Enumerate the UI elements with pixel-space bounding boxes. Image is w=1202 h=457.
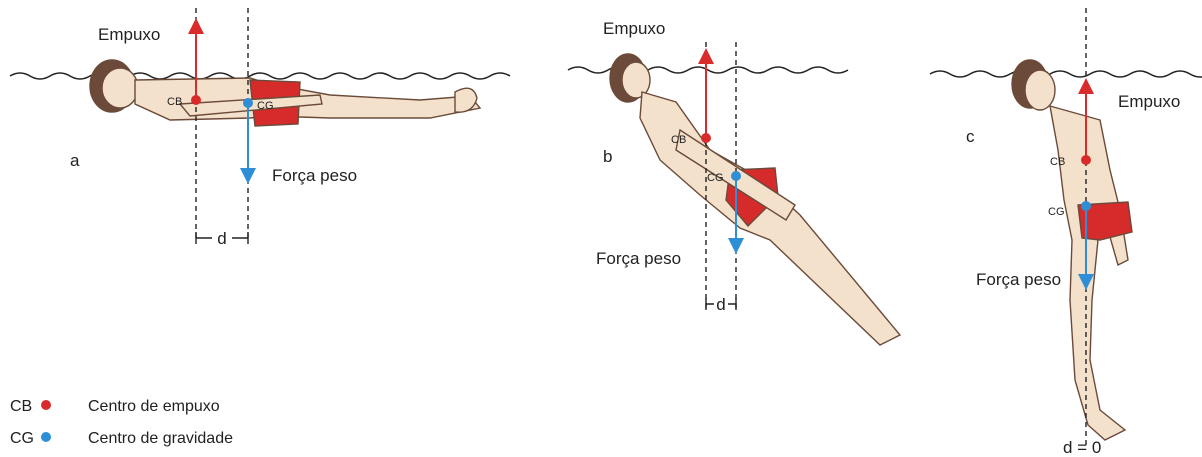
cg-label-b: CG: [707, 172, 724, 184]
legend-cg-abbr: CG: [10, 430, 34, 447]
cb-dot-c: [1081, 155, 1091, 165]
empuxo-label-b: Empuxo: [603, 19, 665, 38]
panel-c: d = 0 Empuxo Força peso CB CG c: [930, 8, 1202, 457]
panel-b: d Empuxo Força peso CB CG b: [568, 19, 900, 345]
legend-cb-dot: [41, 400, 51, 410]
cb-dot-a: [191, 95, 201, 105]
empuxo-label-a: Empuxo: [98, 25, 160, 44]
d-label-b: d: [716, 295, 725, 314]
empuxo-label-c: Empuxo: [1118, 92, 1180, 111]
legend-cb-abbr: CB: [10, 398, 32, 415]
panel-letter-a: a: [70, 151, 80, 170]
legend-cb-text: Centro de empuxo: [88, 398, 220, 415]
panel-letter-c: c: [966, 127, 975, 146]
cg-dot-b: [731, 171, 741, 181]
cb-label-a: CB: [167, 96, 182, 108]
d-label-a: d: [217, 229, 226, 248]
cg-label-a: CG: [257, 100, 274, 112]
cg-dot-a: [243, 98, 253, 108]
cg-label-c: CG: [1048, 206, 1065, 218]
legend-cg-dot: [41, 432, 51, 442]
cg-dot-c: [1081, 201, 1091, 211]
cb-label-b: CB: [671, 134, 686, 146]
d-label-c: d = 0: [1063, 438, 1101, 457]
peso-label-a: Força peso: [272, 166, 357, 185]
water-surface-a: [10, 73, 510, 79]
panel-a: d Empuxo Força peso CB CG a: [10, 8, 510, 248]
legend: CB Centro de empuxo CG Centro de gravida…: [10, 398, 233, 447]
peso-label-b: Força peso: [596, 249, 681, 268]
swimmer-b: [610, 54, 900, 345]
water-surface-c: [930, 71, 1202, 77]
peso-label-c: Força peso: [976, 270, 1061, 289]
cb-label-c: CB: [1050, 156, 1065, 168]
swimmer-c: [1012, 60, 1132, 440]
swimmer-a: [90, 60, 480, 126]
panel-letter-b: b: [603, 147, 612, 166]
cb-dot-b: [701, 133, 711, 143]
legend-cg-text: Centro de gravidade: [88, 430, 233, 447]
